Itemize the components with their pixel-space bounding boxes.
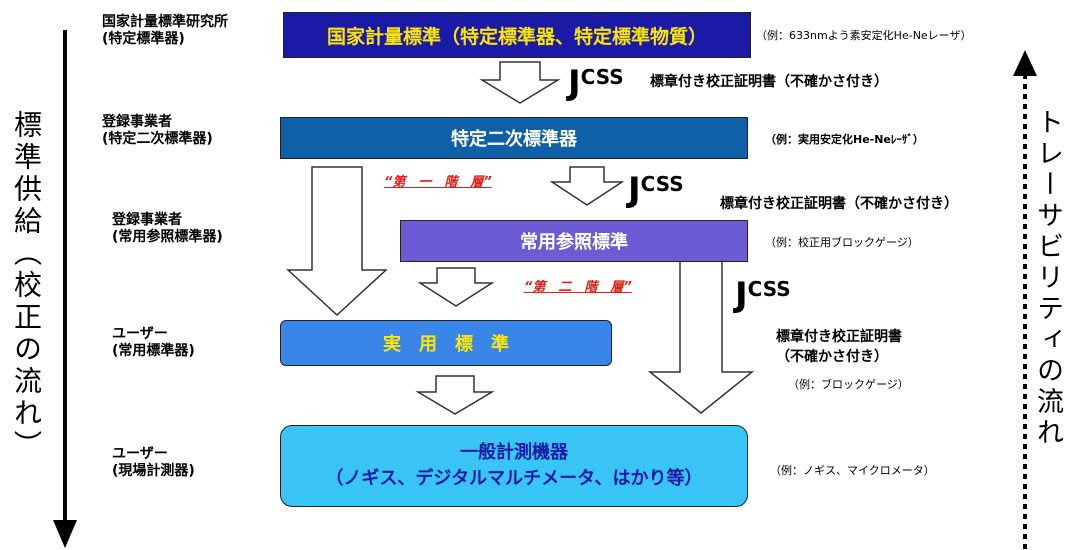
reference-standard-box: 常用参照標準 [400,220,748,262]
general-instruments-title: 一般計測機器 [460,442,568,463]
tier-second-label: “第 二 階 層” [524,280,632,295]
arrow-secondary-working [286,166,388,317]
example-working: （例：ブロックゲージ） [788,378,909,391]
arrow-reference-general [647,257,755,414]
working-standard-label: 実 用 標 準 [383,334,509,355]
arrow-national-secondary [479,61,561,104]
jcss-logo-css: CSS [580,65,624,89]
national-standard-box: 国家計量標準（特定標準器、特定標準物質） [283,12,751,58]
example-secondary: （例：実用安定化He-Neﾚｰｻﾞ） [765,133,924,146]
org-reference: 登録事業者 (常用参照標準器) [112,212,223,245]
certificate-3: 標章付き校正証明書 （不確かさ付き） [776,329,902,365]
traceability-flow-arrow [1013,50,1037,550]
certificate-2: 標章付き校正証明書（不確かさ付き） [720,196,958,212]
supply-flow-label: 標準供給（校正の流れ） [10,110,43,462]
jcss-logo-2: JCSS [628,170,684,210]
jcss-logo-css: CSS [640,172,684,196]
general-instruments-box: 一般計測機器 （ノギス、デジタルマルチメータ、はかり等） [280,425,748,507]
jcss-logo-j: J [628,170,641,210]
traceability-flow-label: トレーサビリティの流れ [1032,108,1063,449]
example-general: （例：ノギス、マイクロメータ） [770,464,935,477]
org-national: 国家計量標準研究所 (特定標準器) [102,14,228,47]
reference-standard-label: 常用参照標準 [520,232,628,253]
supply-flow-arrow [53,30,77,548]
jcss-logo-1: JCSS [568,63,624,103]
jcss-logo-j: J [735,275,748,315]
jcss-logo-css: CSS [747,277,791,301]
working-standard-box: 実 用 標 準 [280,320,612,366]
general-instruments-subtitle: （ノギス、デジタルマルチメータ、はかり等） [325,468,703,489]
arrow-reference-working [417,267,495,307]
example-national: （例：633nmよう素安定化He-Neレーザ） [756,29,972,42]
org-working: ユーザー (常用標準器) [112,326,195,359]
secondary-standard-label: 特定二次標準器 [451,129,577,150]
example-reference: （例：校正用ブロックゲージ） [765,236,919,249]
arrow-secondary-reference [549,166,625,206]
org-general: ユーザー (現場計測器) [112,446,195,479]
national-standard-label: 国家計量標準（特定標準器、特定標準物質） [326,25,707,48]
certificate-1: 標章付き校正証明書（不確かさ付き） [650,74,888,90]
arrow-working-general [415,375,495,415]
jcss-logo-j: J [568,63,581,103]
secondary-standard-box: 特定二次標準器 [280,117,748,159]
jcss-logo-3: JCSS [735,275,791,315]
org-secondary: 登録事業者 (特定二次標準器) [102,114,213,147]
tier-first-label: “第 一 階 層” [384,175,492,190]
